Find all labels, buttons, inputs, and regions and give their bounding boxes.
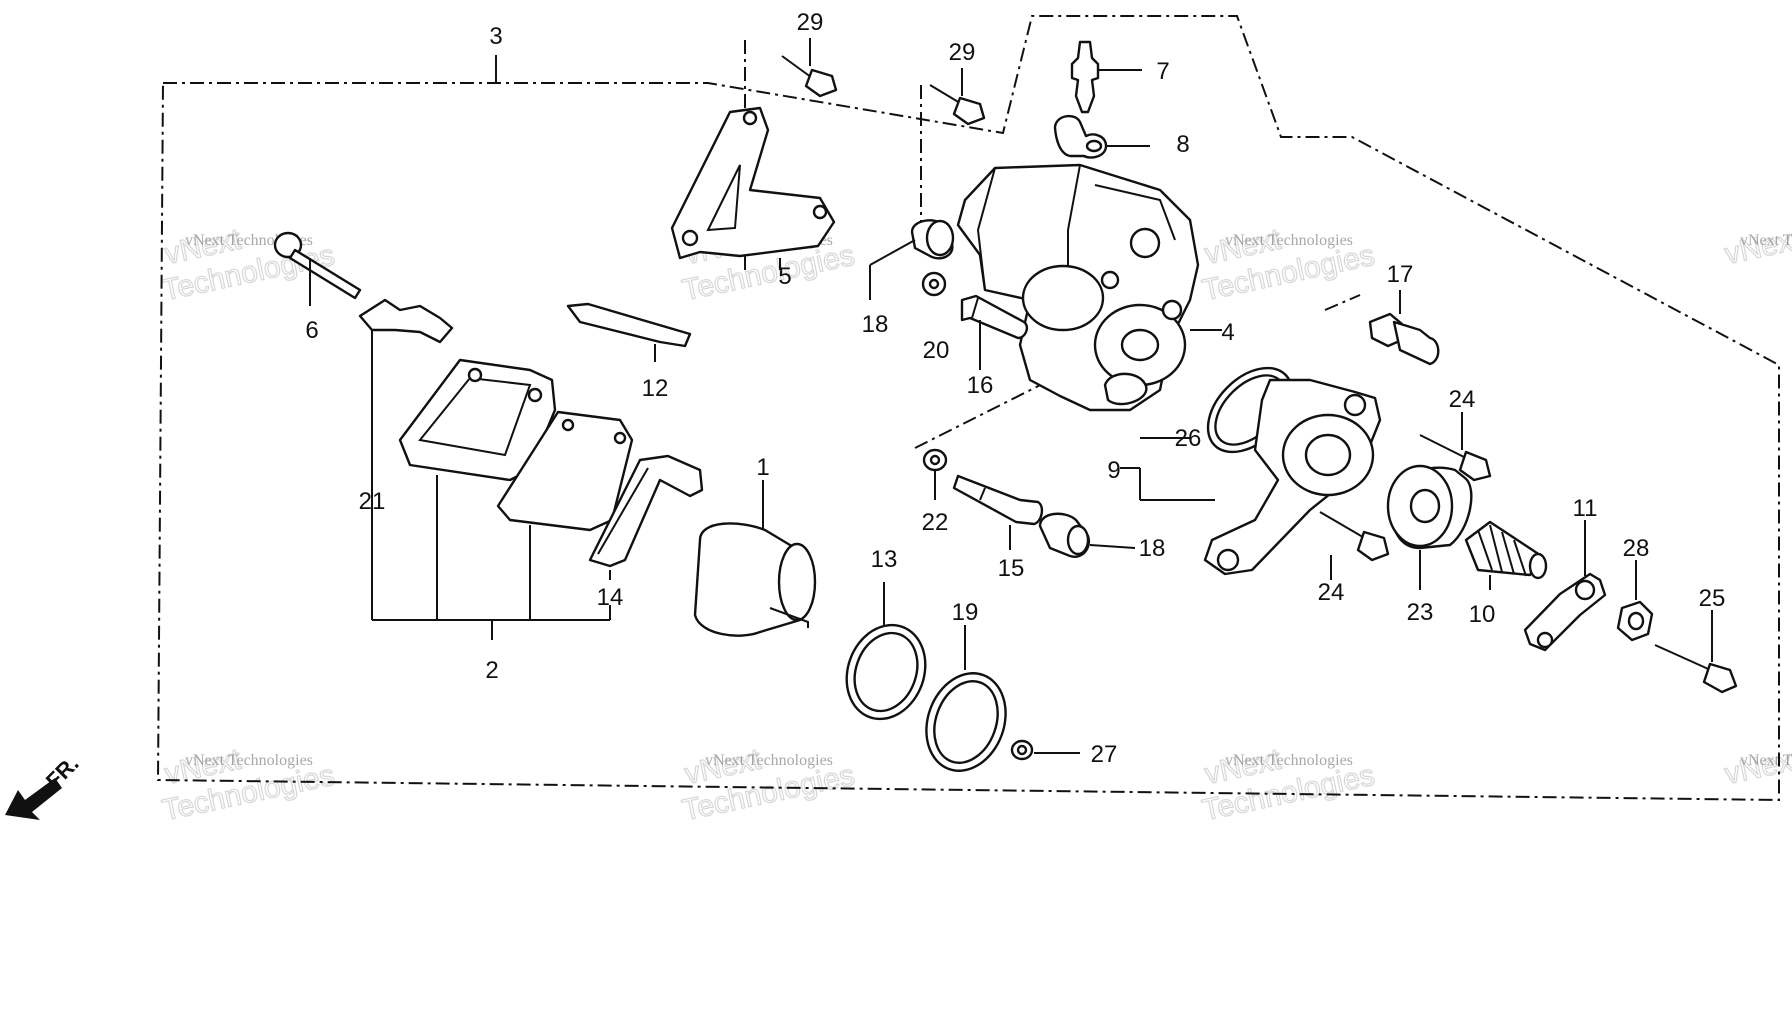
caliper-body-4 (956, 163, 1222, 412)
callout-14: 14 (597, 584, 624, 611)
bolt-25 (1654, 610, 1738, 694)
callout-29: 29 (949, 39, 976, 66)
watermark: vNext vNext Technologies (1721, 742, 1792, 792)
callout-9: 9 (1107, 457, 1120, 484)
callout-23: 23 (1407, 599, 1434, 626)
callout-16: 16 (967, 372, 994, 399)
callout-18: 18 (1139, 535, 1166, 562)
svg-text:vNext Technologies: vNext Technologies (705, 752, 833, 769)
callout-24: 24 (1449, 386, 1476, 413)
spring-21 (358, 298, 454, 620)
bolt-29-lower (929, 68, 986, 126)
bushing-23 (1386, 464, 1473, 590)
callout-8: 8 (1176, 131, 1189, 158)
boot-18-lower (1038, 512, 1136, 558)
washer-20 (921, 271, 947, 297)
watermark: vNext vNext Technologies (1721, 222, 1792, 272)
seal-13 (845, 582, 927, 721)
callout-2: 2 (485, 657, 498, 684)
pin-16 (960, 294, 1029, 370)
watermark: vNext Technologies vNext Technologies (159, 742, 338, 828)
callout-6: 6 (305, 317, 318, 344)
pad-14 (588, 454, 704, 580)
ring-27 (1010, 739, 1080, 761)
callout-5: 5 (778, 263, 791, 290)
bolt-17 (1368, 290, 1440, 366)
retainer-12 (566, 302, 692, 362)
dust-seal-19 (925, 625, 1007, 772)
spring-10 (1464, 520, 1548, 590)
clip-8 (1053, 114, 1150, 159)
svg-text:vNext Technologies: vNext Technologies (1225, 752, 1353, 769)
callout-20: 20 (923, 337, 950, 364)
callout-19: 19 (952, 599, 979, 626)
pad-21 (398, 358, 557, 620)
bracket-9 (1120, 378, 1382, 576)
callouts: 3 29 29 7 8 5 18 20 16 4 17 6 12 26 9 24… (305, 9, 1725, 768)
piston-1 (693, 480, 817, 637)
pin-15 (952, 474, 1044, 550)
svg-text:vNext Technologies: vNext Technologies (1740, 752, 1792, 769)
callout-15: 15 (998, 555, 1025, 582)
bolt-24-upper (1419, 412, 1492, 482)
callout-11: 11 (1573, 495, 1598, 522)
watermark: vNext Technologies vNext Technologies (1199, 742, 1378, 828)
bleeder-screw-7 (1070, 40, 1142, 114)
svg-text:vNext Technologies: vNext Technologies (1225, 232, 1353, 249)
callout-27: 27 (1091, 741, 1118, 768)
callout-10: 10 (1469, 601, 1496, 628)
callout-25: 25 (1699, 585, 1726, 612)
front-direction-arrow: FR. (5, 751, 84, 820)
watermark: vNext Technologies vNext Technologies (679, 742, 858, 828)
callout-13: 13 (871, 546, 898, 573)
bolt-24-lower (1319, 511, 1390, 580)
callout-17: 17 (1387, 261, 1414, 288)
callout-22: 22 (922, 509, 949, 536)
link-11 (1523, 520, 1607, 652)
callout-7: 7 (1156, 58, 1169, 85)
pin-6 (273, 231, 362, 306)
callout-29: 29 (797, 9, 824, 36)
callout-4: 4 (1221, 319, 1234, 346)
callout-3: 3 (489, 23, 502, 50)
bracket-5 (670, 106, 836, 270)
boot-18-upper (869, 219, 955, 300)
washer-22 (922, 448, 948, 500)
guide-line-17 (1324, 294, 1361, 311)
callout-21: 21 (359, 488, 386, 515)
leader-2 (372, 605, 611, 640)
watermark: vNext Technologies vNext Technologies (1199, 222, 1378, 308)
bolt-29-upper (781, 38, 838, 98)
callout-26: 26 (1175, 425, 1202, 452)
svg-text:vNext Technologies: vNext Technologies (185, 752, 313, 769)
callout-18: 18 (862, 311, 889, 338)
nut-28 (1616, 560, 1654, 642)
callout-1: 1 (756, 454, 769, 481)
svg-text:vNext Technologies: vNext Technologies (1740, 232, 1792, 249)
assembly-boundary (156, 15, 1780, 802)
callout-12: 12 (642, 375, 669, 402)
shim-pad (496, 410, 634, 620)
callout-24: 24 (1318, 579, 1345, 606)
callout-28: 28 (1623, 535, 1650, 562)
